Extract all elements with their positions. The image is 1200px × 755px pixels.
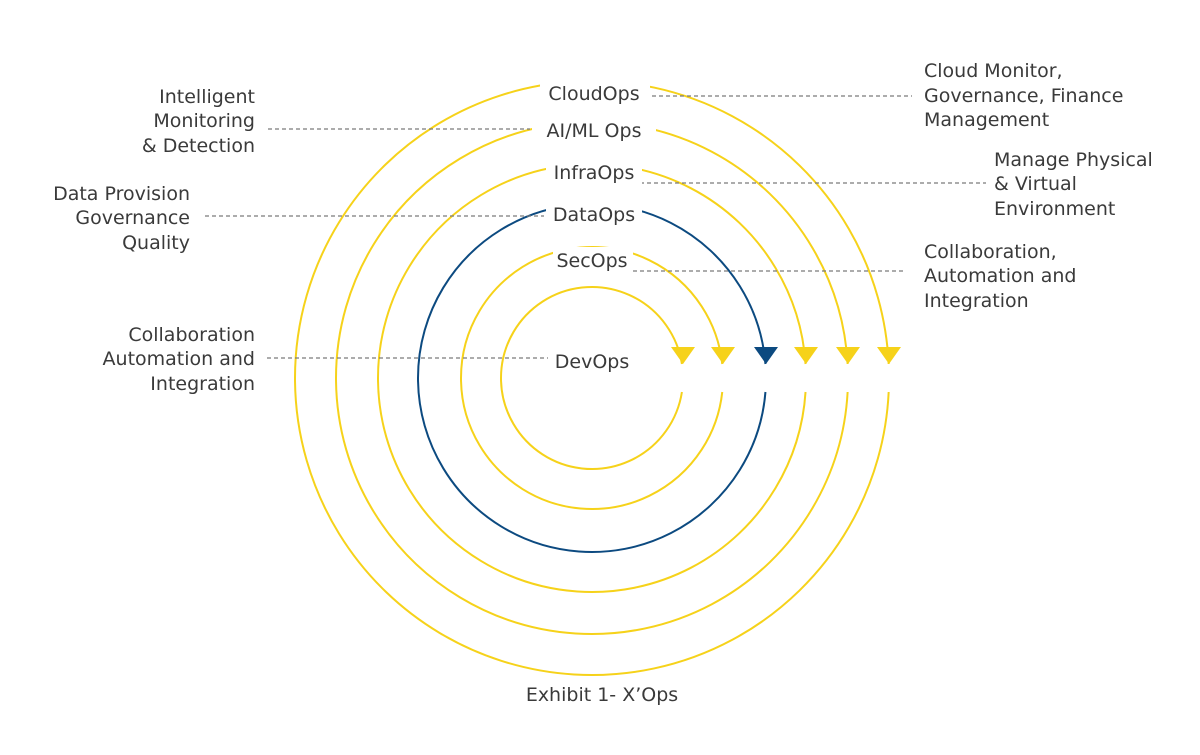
cloudops-label: CloudOps bbox=[548, 83, 639, 105]
dataops-description-line-2: Governance bbox=[75, 207, 190, 229]
secops-description-line-2: Automation and bbox=[924, 265, 1076, 287]
aimlops-label-bg bbox=[532, 116, 656, 142]
secops-description-line-1: Collaboration, bbox=[924, 241, 1057, 263]
cloudops-ring bbox=[294, 80, 890, 676]
devops-description-line-3: Integration bbox=[150, 373, 255, 395]
dataops-description-line-3: Quality bbox=[122, 232, 190, 254]
aimlops-ring bbox=[335, 121, 849, 635]
infraops-label: InfraOps bbox=[554, 162, 635, 184]
cloudops-description-line-3: Management bbox=[924, 109, 1049, 131]
aimlops-description-line-2: Monitoring bbox=[153, 110, 255, 132]
devops-arrow-icon bbox=[671, 347, 695, 364]
aimlops-arrow-icon bbox=[836, 347, 860, 364]
secops-arrow-icon bbox=[711, 347, 735, 364]
devops-label-bg bbox=[550, 347, 638, 373]
dataops-label-bg bbox=[546, 201, 642, 227]
dataops-ring bbox=[417, 203, 767, 553]
aimlops-description-line-1: Intelligent bbox=[159, 86, 255, 108]
secops-description-line-3: Integration bbox=[924, 290, 1029, 312]
secops-label: SecOps bbox=[556, 250, 627, 272]
descriptions: Cloud Monitor, Governance, Finance Manag… bbox=[53, 60, 1153, 395]
devops-description-line-1: Collaboration bbox=[128, 324, 255, 346]
secops-ring bbox=[460, 246, 724, 510]
infraops-description-line-2: & Virtual bbox=[994, 173, 1077, 195]
exhibit-caption: Exhibit 1- X’Ops bbox=[526, 684, 678, 706]
infraops-description-line-1: Manage Physical bbox=[994, 149, 1153, 171]
dataops-arrow-icon bbox=[754, 347, 778, 364]
cloudops-arrow-icon bbox=[877, 347, 901, 364]
cloudops-label-bg bbox=[540, 80, 650, 106]
cloudops-description-line-2: Governance, Finance bbox=[924, 85, 1123, 107]
dataops-description-line-1: Data Provision bbox=[53, 183, 190, 205]
devops-ring bbox=[500, 286, 683, 470]
infraops-label-bg bbox=[546, 159, 642, 185]
infraops-description-line-3: Environment bbox=[994, 198, 1115, 220]
infraops-ring bbox=[376, 163, 807, 593]
aimlops-label: AI/ML Ops bbox=[547, 120, 642, 142]
arrowheads bbox=[671, 347, 901, 364]
devops-label: DevOps bbox=[555, 351, 629, 373]
secops-label-bg bbox=[553, 247, 633, 273]
cloudops-description-line-1: Cloud Monitor, bbox=[924, 60, 1063, 82]
devops-description-line-2: Automation and bbox=[103, 348, 255, 370]
aimlops-description-line-3: & Detection bbox=[142, 135, 255, 157]
infraops-arrow-icon bbox=[794, 347, 818, 364]
ring-labels: CloudOps AI/ML Ops InfraOps DataOps SecO… bbox=[532, 80, 656, 373]
leader-lines bbox=[205, 95, 986, 359]
dataops-label: DataOps bbox=[553, 204, 635, 226]
rings bbox=[294, 80, 890, 676]
